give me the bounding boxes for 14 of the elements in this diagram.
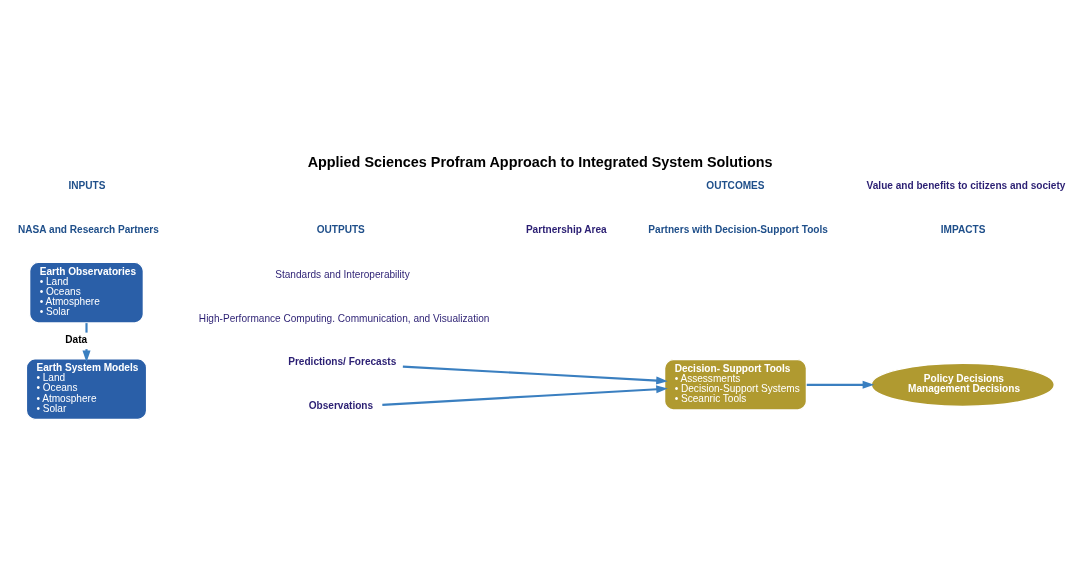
- diagram-title: Applied Sciences Profram Approach to Integrated System Solutions: [307, 153, 773, 170]
- node-text: Predictions/ Forecasts: [288, 355, 397, 367]
- label: INPUTS: [68, 179, 106, 191]
- label: OUTCOMES: [706, 179, 765, 191]
- label: Partners with Decision-Support Tools: [648, 223, 828, 235]
- label: NASA and Research Partners: [18, 223, 159, 235]
- label: OUTPUTS: [316, 223, 365, 235]
- label: Value and benefits to citizens and society: [866, 179, 1066, 191]
- label: Standards and Interoperability: [275, 268, 410, 280]
- label: High-Performance Computing. Communication, and Visualization: [198, 312, 490, 324]
- node-text: Observations: [308, 399, 374, 411]
- edge-label: Data: [65, 333, 88, 345]
- label: Partnership Area: [525, 223, 607, 235]
- label: IMPACTS: [940, 223, 986, 235]
